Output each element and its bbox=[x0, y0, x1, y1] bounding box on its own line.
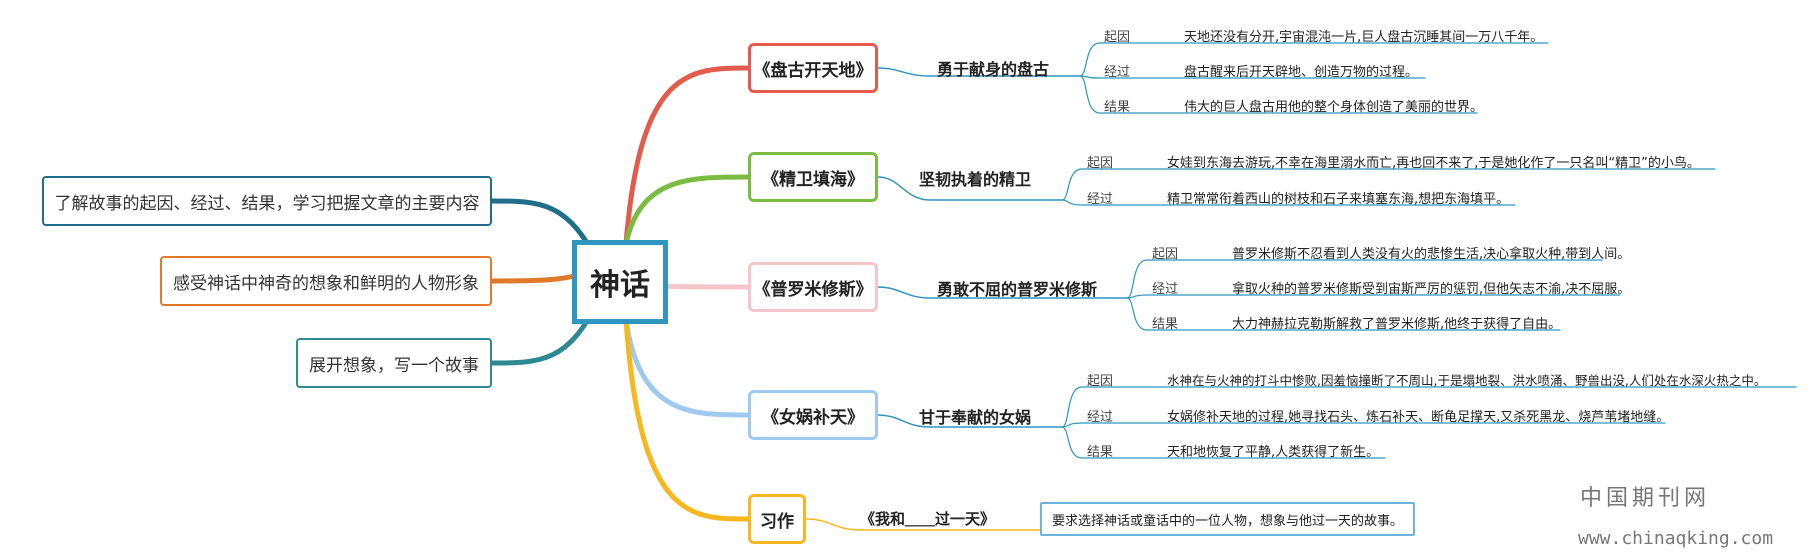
subtitle-underline bbox=[877, 176, 1063, 201]
detail-label-cause: 起因 bbox=[1152, 247, 1179, 262]
detail-connector bbox=[1079, 75, 1426, 79]
detail-label-result: 结果 bbox=[1104, 100, 1131, 115]
detail-label-process: 经过 bbox=[1152, 282, 1179, 297]
story-node-pangu[interactable]: 《盘古开天地》 bbox=[748, 43, 878, 93]
subtitle-underline bbox=[877, 286, 1128, 299]
detail-text: 天和地恢复了平静,人类获得了新生。 bbox=[1167, 445, 1380, 460]
detail-text: 女娃到东海去游玩,不幸在海里溺水而亡,再也回不来了,于是她化作了一只名叫“精卫”… bbox=[1167, 156, 1700, 171]
watermark-cn: 中国期刊网 bbox=[1580, 486, 1711, 511]
story-subtitle-nuwa: 甘于奉献的女娲 bbox=[919, 408, 1032, 427]
essay-requirement-text: 要求选择神话或童话中的一位人物，想象与他过一天的故事。 bbox=[1052, 513, 1404, 529]
detail-text: 伟大的巨人盘古用他的整个身体创造了美丽的世界。 bbox=[1184, 100, 1484, 115]
goal-label: 了解故事的起因、经过、结果，学习把握文章的主要内容 bbox=[54, 193, 480, 214]
detail-connector bbox=[1126, 294, 1621, 299]
central-topic[interactable]: 神话 bbox=[572, 240, 668, 324]
detail-connector bbox=[1061, 168, 1716, 201]
goal-node-3[interactable]: 展开想象，写一个故事 bbox=[296, 338, 492, 388]
story-subtitle-pangu: 勇于献身的盘古 bbox=[937, 60, 1050, 79]
detail-text: 精卫常常衔着西山的树枝和石子来填塞东海,想把东海填平。 bbox=[1167, 192, 1510, 207]
detail-label-result: 结果 bbox=[1087, 445, 1114, 460]
detail-connector bbox=[1061, 386, 1797, 428]
story-node-jingwei[interactable]: 《精卫填海》 bbox=[748, 152, 878, 202]
essay-node[interactable]: 习作 bbox=[748, 494, 806, 544]
goal-node-2[interactable]: 感受神话中神奇的想象和鲜明的人物形象 bbox=[160, 256, 492, 306]
central-topic-label: 神话 bbox=[590, 268, 650, 303]
essay-requirement[interactable]: 要求选择神话或童话中的一位人物，想象与他过一天的故事。 bbox=[1040, 502, 1416, 536]
detail-text: 天地还没有分开,宇宙混沌一片,巨人盘古沉睡其间一万八千年。 bbox=[1184, 30, 1544, 45]
detail-text: 拿取火种的普罗米修斯受到宙斯严厉的惩罚,但他矢志不渝,决不屈服。 bbox=[1232, 282, 1631, 297]
detail-connector bbox=[1079, 75, 1478, 114]
goal-label: 展开想象，写一个故事 bbox=[309, 355, 479, 376]
goal-label: 感受神话中神奇的想象和鲜明的人物形象 bbox=[173, 273, 479, 294]
story-connector bbox=[623, 317, 751, 522]
detail-label-cause: 起因 bbox=[1087, 156, 1114, 171]
detail-text: 大力神赫拉克勒斯解救了普罗米修斯,他终于获得了自由。 bbox=[1232, 317, 1562, 332]
detail-connector bbox=[1061, 426, 1386, 459]
detail-text: 水神在与火神的打斗中惨败,因羞恼撞断了不周山,于是塌地裂、洪水喷涌、野兽出没,人… bbox=[1167, 373, 1767, 388]
watermark-url: www.chinaqking.com bbox=[1578, 528, 1774, 549]
detail-text: 女娲修补天地的过程,她寻找石头、炼石补天、断龟足撑天,又杀死黑龙、烧芦苇堵地缝。 bbox=[1167, 410, 1670, 425]
story-subtitle-jingwei: 坚韧执着的精卫 bbox=[919, 170, 1032, 189]
goal-node-1[interactable]: 了解故事的起因、经过、结果，学习把握文章的主要内容 bbox=[42, 176, 492, 226]
essay-title: 习作 bbox=[760, 511, 794, 532]
story-title: 《盘古开天地》 bbox=[753, 60, 873, 81]
detail-text: 盘古醒来后开天辟地、创造万物的过程。 bbox=[1184, 65, 1419, 80]
story-title: 《精卫填海》 bbox=[762, 169, 864, 190]
detail-connector bbox=[1126, 297, 1561, 331]
detail-label-process: 经过 bbox=[1087, 192, 1114, 207]
detail-label-process: 经过 bbox=[1087, 410, 1114, 425]
story-connector bbox=[623, 65, 751, 247]
detail-connector bbox=[1061, 199, 1516, 206]
story-subtitle-prometheus: 勇敢不屈的普罗米修斯 bbox=[937, 280, 1098, 299]
subtitle-underline bbox=[877, 67, 1081, 77]
story-connector bbox=[623, 317, 751, 418]
essay-subtitle: 《我和＿＿过一天》 bbox=[860, 510, 996, 528]
detail-label-process: 经过 bbox=[1104, 65, 1131, 80]
detail-connector bbox=[1061, 422, 1666, 428]
story-connector bbox=[623, 174, 751, 247]
story-node-nuwa[interactable]: 《女娲补天》 bbox=[748, 390, 878, 440]
detail-label-cause: 起因 bbox=[1104, 30, 1131, 45]
detail-label-cause: 起因 bbox=[1087, 374, 1114, 389]
subtitle-underline bbox=[877, 414, 1063, 428]
detail-connector bbox=[1079, 42, 1549, 77]
detail-label-result: 结果 bbox=[1152, 317, 1179, 332]
detail-connector bbox=[1126, 259, 1603, 299]
essay-connector bbox=[805, 518, 1041, 531]
detail-text: 普罗米修斯不忍看到人类没有火的悲惨生活,决心拿取火种,带到人间。 bbox=[1232, 247, 1631, 262]
story-node-prometheus[interactable]: 《普罗米修斯》 bbox=[748, 262, 878, 312]
story-title: 《女娲补天》 bbox=[762, 407, 864, 428]
story-title: 《普罗米修斯》 bbox=[753, 279, 873, 300]
